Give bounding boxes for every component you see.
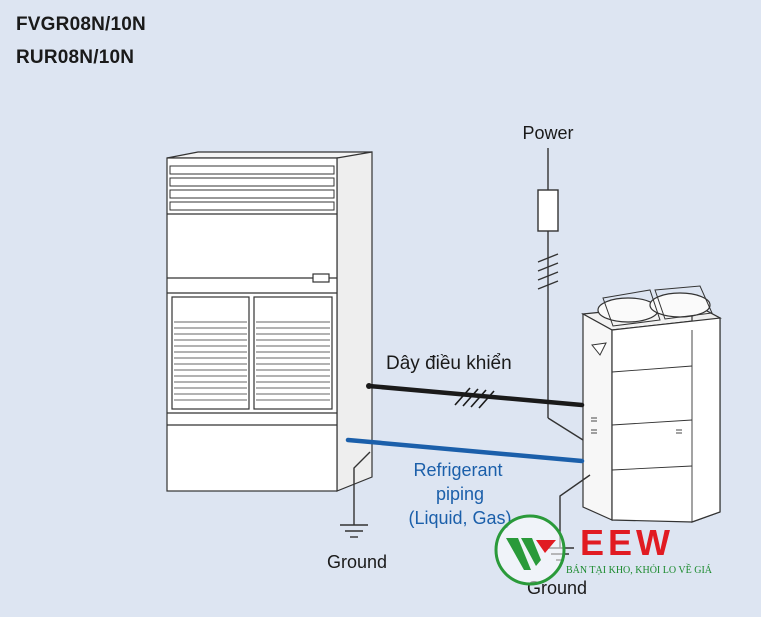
outdoor-model-title: RUR08N/10N (16, 47, 135, 68)
indoor-model-title: FVGR08N/10N (16, 14, 146, 35)
refrigerant-label-line-2: piping (436, 484, 484, 504)
control-wire (366, 383, 585, 409)
indoor-ground-label: Ground (327, 552, 387, 572)
control-wire-label: Dây điều khiển (386, 353, 512, 374)
indoor-ground (340, 451, 371, 538)
power-source (537, 148, 584, 441)
refrigerant-label-line-3: (Liquid, Gas) (408, 508, 511, 528)
power-label: Power (522, 123, 573, 143)
indoor-unit (166, 151, 373, 492)
refrigerant-pipe (345, 437, 585, 464)
eew-logo: EEW BÁN TẠI KHO, KHỎI LO VỀ GIÁ (494, 514, 713, 586)
refrigerant-label-line-1: Refrigerant (413, 460, 502, 480)
eew-brand-text: EEW (580, 522, 674, 563)
eew-tagline-text: BÁN TẠI KHO, KHỎI LO VỀ GIÁ (566, 563, 713, 576)
outdoor-unit (581, 285, 722, 523)
